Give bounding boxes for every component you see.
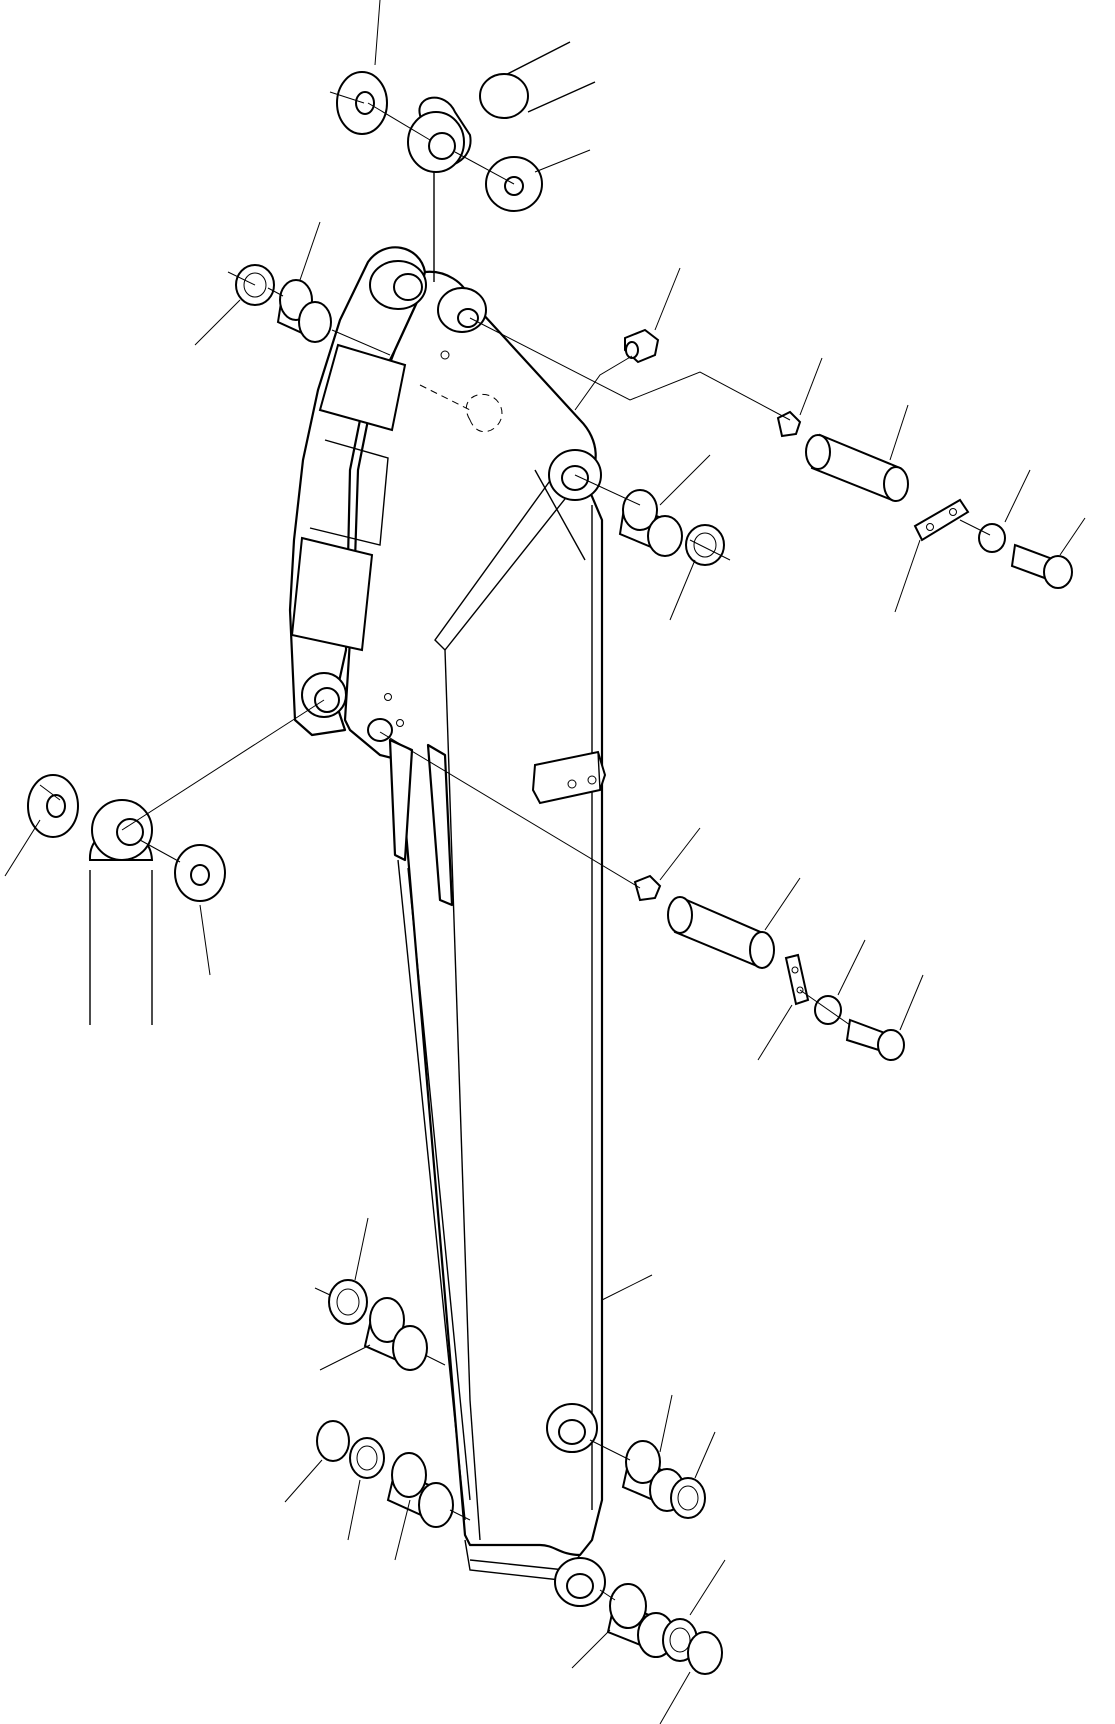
bore-top-left (369, 260, 427, 310)
bore-lower-2 (554, 1557, 606, 1607)
leader-lines (4, 0, 1086, 1724)
ring-lower-left (316, 1420, 350, 1462)
arm-body (288, 246, 607, 1607)
boom-cylinder-top (407, 41, 596, 282)
washer-top-left (336, 71, 388, 135)
washer-left-lower (174, 844, 226, 902)
bore-top-right (437, 287, 487, 360)
pin-assembly-upper (776, 410, 1073, 589)
bore-lower-1 (546, 1403, 598, 1453)
seal-mid-right (685, 524, 725, 566)
seal-lower-left-2 (349, 1437, 385, 1479)
washer-left-upper (27, 774, 79, 838)
bushing-lower-left-1 (363, 1297, 428, 1371)
bore-left-lower (301, 672, 347, 718)
assembly-lines (39, 91, 991, 1601)
bushing-lower-left-2 (386, 1452, 454, 1528)
bushing-lower-right-2 (606, 1583, 675, 1658)
grease-fitting-top (624, 328, 660, 364)
pin-assembly-lower (633, 874, 905, 1061)
bushing-upper-left (276, 279, 332, 343)
ring-lower-right (687, 1631, 723, 1675)
seal-lower-right-1 (670, 1477, 706, 1519)
seal-lower-left-1 (328, 1279, 368, 1325)
bucket-cylinder-left (88, 799, 154, 1025)
bushing-mid-right (618, 489, 683, 557)
